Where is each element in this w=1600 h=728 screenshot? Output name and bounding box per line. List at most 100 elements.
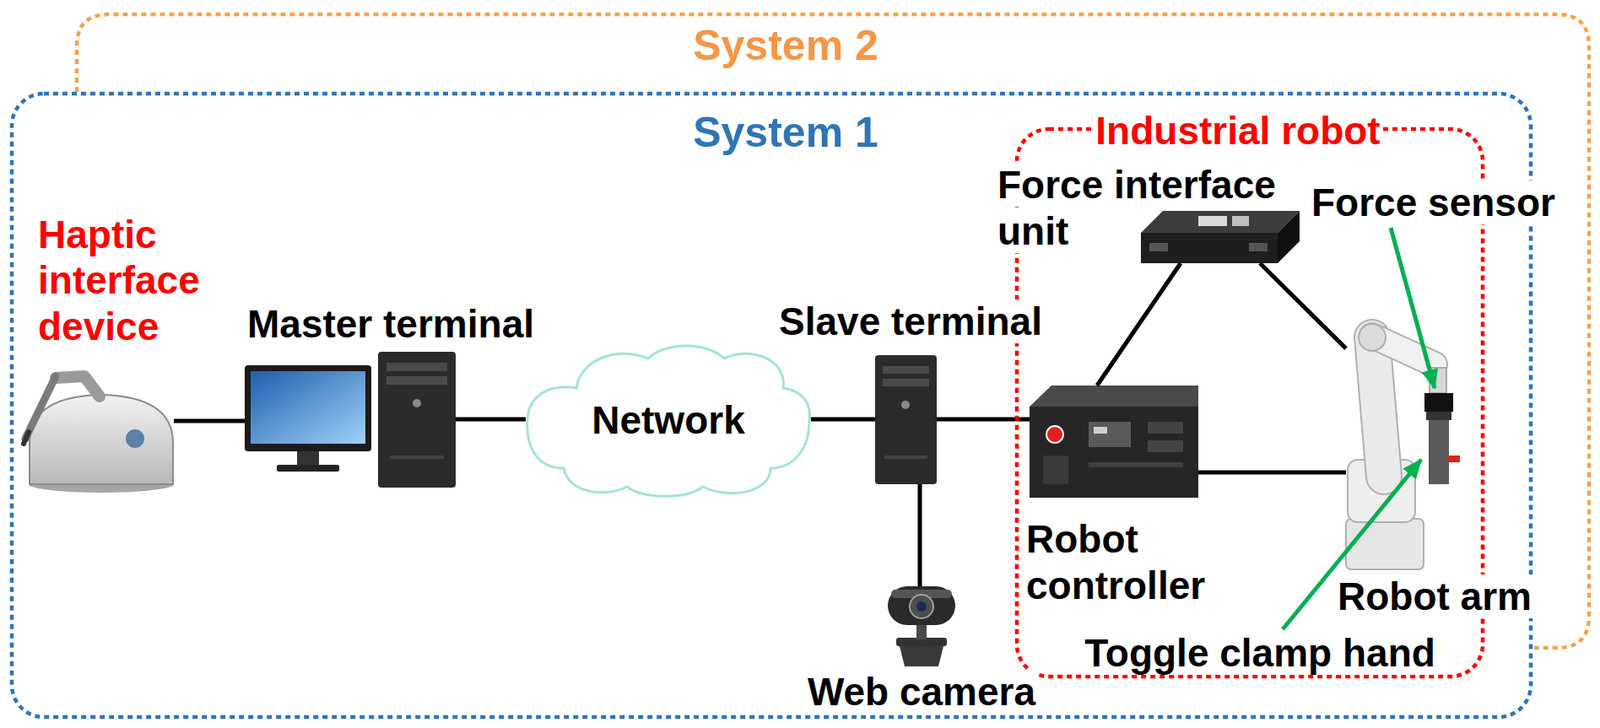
node-label: Force interface unit — [994, 162, 1279, 254]
outline-shape — [76, 14, 1590, 649]
robot-arm-figure — [1372, 337, 1384, 477]
controller-box — [1147, 421, 1184, 434]
system-boundary: System 1 Haptic interface deviceMaster te… — [10, 91, 1533, 719]
master-computer — [386, 376, 448, 385]
haptic-device — [25, 376, 56, 439]
node-label-wrap: System 1 — [690, 109, 882, 157]
node-label: Industrial robot — [1092, 108, 1383, 153]
node-label-wrap: Haptic interface device — [35, 211, 217, 350]
controller-box — [1088, 421, 1131, 448]
master-computer — [386, 362, 448, 372]
controller-box — [1043, 455, 1069, 485]
master-computer — [412, 399, 422, 408]
force-interface-box — [1232, 216, 1249, 227]
controller-box — [1088, 462, 1184, 468]
outline-shape — [527, 345, 811, 497]
robot-arm-figure — [1428, 420, 1449, 485]
node-label-wrap: Robot controller — [1023, 516, 1222, 610]
node-label-wrap: Force interface unit — [994, 162, 1287, 255]
web-camera-figure — [916, 601, 927, 612]
leader-arrow — [1390, 227, 1435, 389]
web-camera-figure — [899, 646, 944, 667]
force-interface-box — [1277, 210, 1300, 264]
device-node: Haptic interface device — [20, 208, 221, 497]
force-interface-box — [1140, 210, 1300, 233]
node-label: System 2 — [690, 21, 882, 70]
callout-label-wrap: Force sensor — [1308, 181, 1558, 225]
outline-shape — [11, 93, 1531, 718]
master-computer — [389, 455, 444, 460]
node-label-wrap: Web camera — [805, 670, 1038, 714]
master-computer — [244, 365, 372, 452]
robot-arm-figure — [1424, 393, 1454, 412]
web-camera-figure — [887, 586, 956, 667]
node-label: Slave terminal — [776, 299, 1045, 344]
slave-computer — [884, 455, 928, 460]
connector-line — [810, 417, 876, 422]
robot-arm-figure — [1372, 337, 1384, 477]
connector-line — [455, 417, 526, 422]
node-label-wrap: Network — [589, 399, 747, 443]
slave-computer — [901, 400, 910, 410]
robot-arm-figure — [1358, 324, 1386, 352]
device-node: Robot arm — [1331, 320, 1538, 622]
slave-computer — [882, 378, 930, 387]
network-cloud: Network — [525, 341, 811, 500]
node-label: Master terminal — [244, 302, 537, 346]
slave-computer — [875, 355, 937, 485]
haptic-device — [23, 432, 29, 444]
node-label: Web camera — [805, 670, 1038, 714]
robot-arm-figure — [1448, 455, 1460, 463]
node-label: Network — [589, 398, 747, 443]
force-interface-box — [1140, 210, 1300, 264]
force-interface-box — [1140, 232, 1278, 264]
device-node: Web camera — [801, 583, 1042, 717]
robot-arm-figure — [1426, 411, 1452, 421]
node-label: Robot arm — [1335, 574, 1535, 619]
slave-computer — [875, 355, 937, 485]
robot-arm-figure — [1345, 518, 1424, 570]
connector-line — [1259, 263, 1346, 349]
master-computer — [250, 371, 366, 444]
web-camera-figure — [887, 586, 956, 626]
controller-box — [1093, 427, 1108, 434]
node-label-wrap: Robot arm — [1335, 575, 1535, 619]
device-node: Robot controller — [1020, 382, 1226, 613]
callout-label: Force sensor — [1308, 180, 1558, 225]
master-computer — [378, 351, 456, 488]
controller-box — [1029, 385, 1199, 407]
force-interface-box — [1149, 243, 1168, 252]
haptic-device — [23, 376, 174, 493]
device-node: Slave terminal — [772, 297, 1049, 488]
connector-line — [1097, 263, 1181, 386]
controller-box — [1147, 440, 1184, 453]
node-label-wrap: System 2 — [690, 22, 882, 70]
system-boundary: System 2 System 1 Haptic interface deviceM… — [10, 12, 1592, 719]
haptic-device — [125, 429, 145, 449]
connector-line — [173, 419, 245, 424]
device-node: Force interface unit — [991, 158, 1303, 267]
callout-label: Toggle clamp hand — [1081, 631, 1438, 676]
controller-box — [1046, 426, 1064, 444]
leader-arrow — [1282, 227, 1435, 630]
node-label: Haptic interface device — [35, 212, 203, 349]
controller-box — [1029, 385, 1199, 498]
controller-box — [1029, 406, 1199, 498]
node-label-wrap: Slave terminal — [776, 300, 1045, 344]
device-node: Master terminal — [241, 299, 541, 492]
master-computer — [276, 464, 340, 472]
connector-line — [918, 484, 923, 587]
haptic-device — [55, 376, 100, 397]
slave-computer — [882, 366, 930, 374]
haptic-device — [29, 394, 173, 485]
node-label: Robot controller — [1023, 517, 1208, 608]
callout-label-wrap: Toggle clamp hand — [1081, 632, 1438, 676]
master-computer — [297, 451, 319, 465]
node-label: System 1 — [690, 108, 882, 157]
force-interface-box — [1248, 243, 1268, 252]
force-interface-box — [1198, 216, 1228, 227]
connector-line — [1198, 470, 1346, 476]
web-camera-figure — [909, 594, 934, 619]
node-label-wrap: Master terminal — [244, 302, 537, 346]
